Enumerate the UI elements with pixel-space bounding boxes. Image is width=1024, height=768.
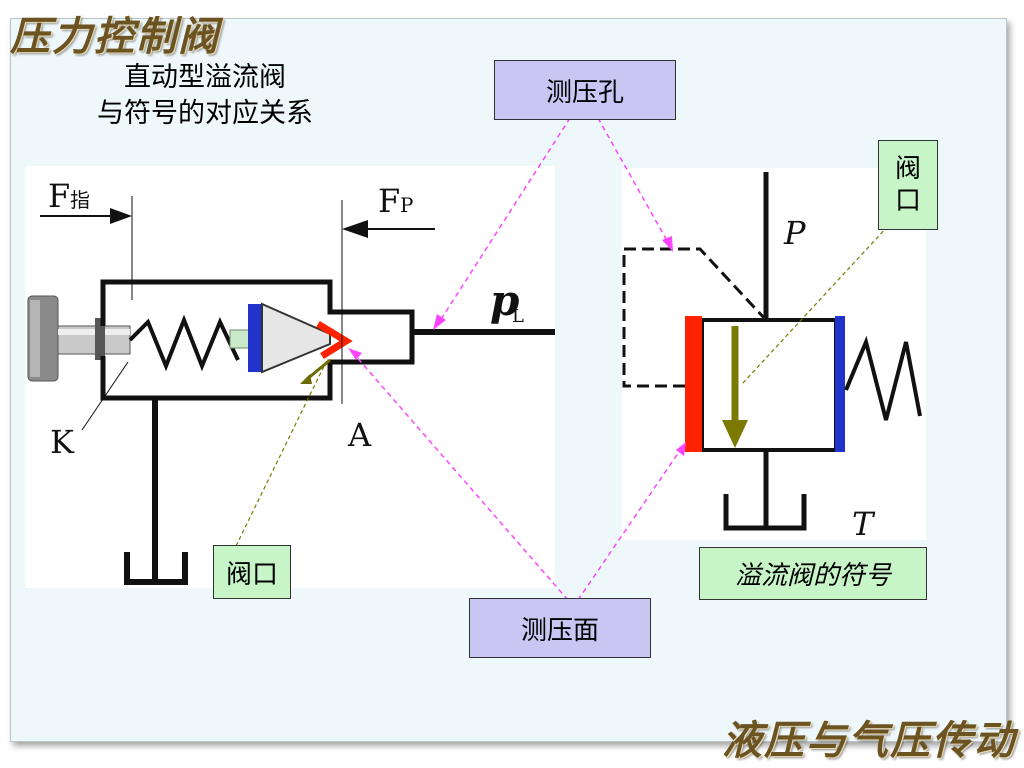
label-k: K [50,423,75,461]
footer-title: 液压与气压传动 [722,717,1016,764]
poppet-blue-face [248,304,262,372]
preload-force-arrow [40,196,133,300]
symbol-label-t: T [852,505,876,543]
pressure-force-subscript: P [400,193,413,217]
preload-force-subscript: 指 [70,188,90,212]
subtitle-line-1: 直动型溢流阀 [124,62,286,93]
valve-body [100,279,415,401]
subtitle-line-2: 与符号的对应关系 [97,98,313,129]
valve-port-callout-right: 阀 口 [878,140,938,230]
valve-structure-panel [25,166,555,588]
leader-arrowhead-2 [662,236,673,252]
sensing-face-callout: 测压面 [469,598,651,658]
drain-tank-left [124,398,188,585]
valve-port-right-line-2: 口 [894,186,921,216]
slide-title: 压力控制阀 [10,13,220,60]
adjust-knob [27,295,131,382]
valve-port-callout-left: 阀口 [213,545,291,599]
symbol-caption: 溢流阀的符号 [699,547,927,600]
pressure-label: p [490,276,519,325]
leader-arrowhead-4 [676,442,686,456]
subtitle: 直动型溢流阀 与符号的对应关系 [60,60,350,132]
preload-force-label: F [48,177,70,215]
gauge-port-callout: 测压孔 [494,60,676,120]
k-leader [81,361,129,431]
valve-port-red [316,321,353,359]
pressure-subscript: L [512,306,524,327]
relief-valve-symbol [622,172,922,531]
pressure-force-arrow [341,200,435,404]
leader-lines [235,117,889,601]
label-a: A [347,416,372,454]
poppet-cone [261,302,331,374]
valve-port-right-line-1: 阀 [894,154,921,184]
leader-arrowhead-3 [348,348,362,360]
pressure-force-label: F [378,182,400,220]
symbol-label-p: P [783,214,806,252]
spring [128,314,240,372]
leader-arrowhead-1 [433,314,446,330]
